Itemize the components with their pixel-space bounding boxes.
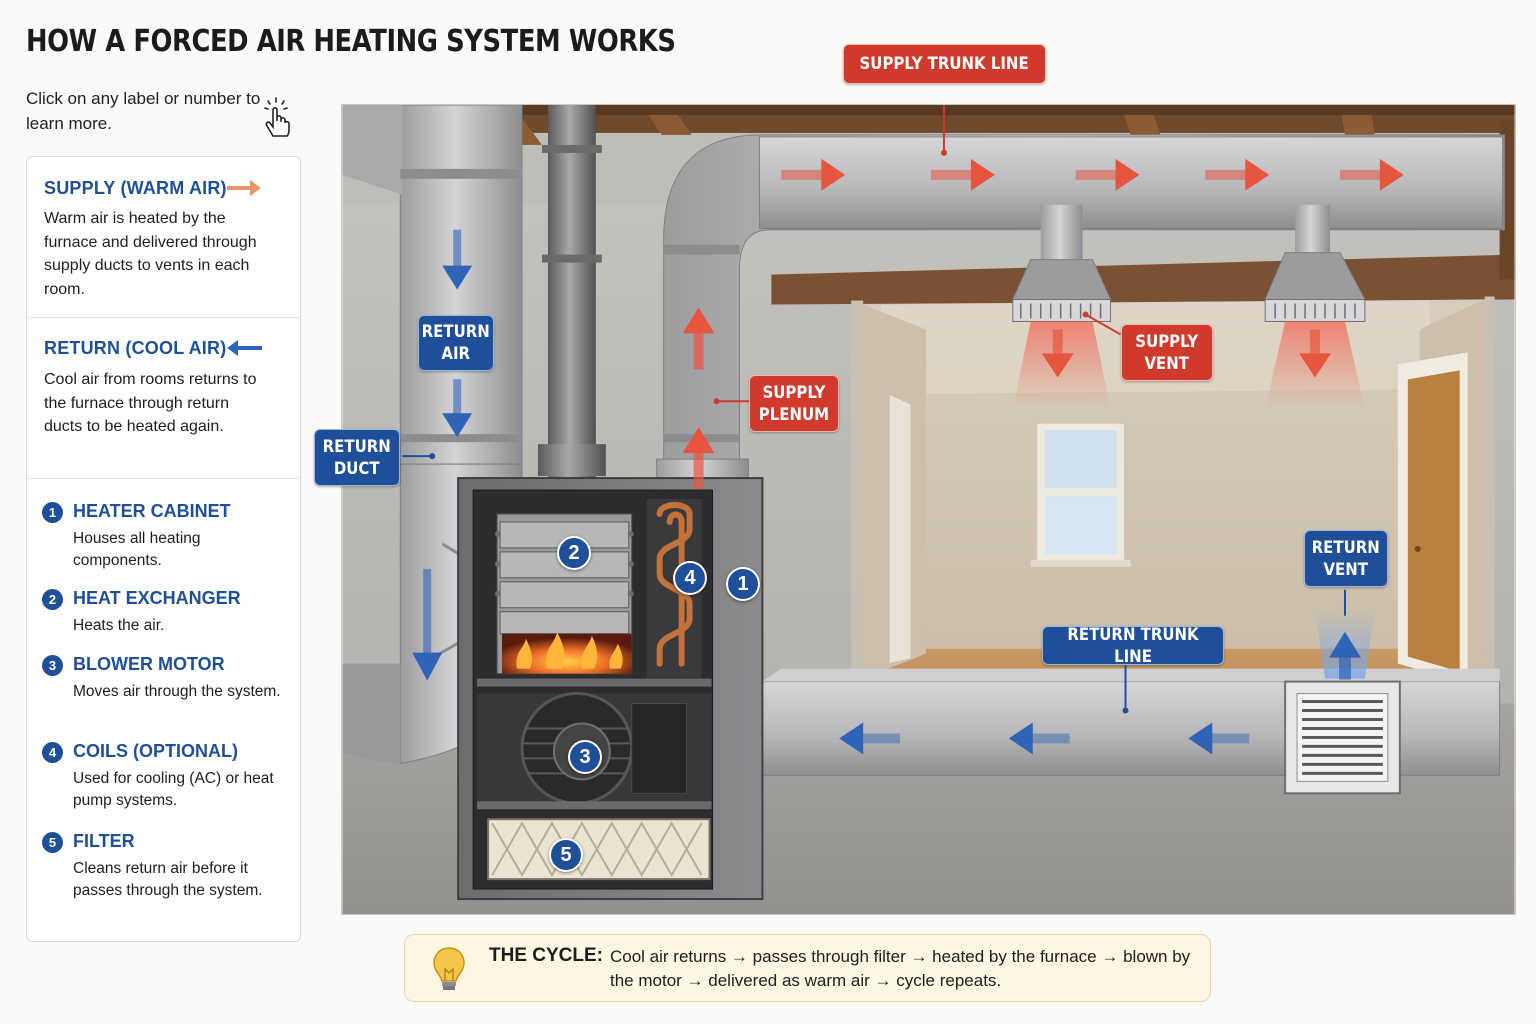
legend-supply-body: Warm air is heated by the furnace and de… — [44, 210, 257, 298]
item-number: 3 — [42, 655, 63, 676]
label-supply-plenum[interactable]: SUPPLY PLENUM — [749, 375, 839, 432]
label-text: RETURN DUCT — [322, 436, 392, 479]
item-body: Cleans return air before it passes throu… — [73, 860, 263, 899]
label-text: RETURN VENT — [1311, 537, 1381, 580]
label-text: RETURN AIR — [421, 322, 491, 364]
label-return-duct[interactable]: RETURN DUCT — [314, 429, 400, 486]
item-number: 2 — [42, 589, 63, 610]
item-number: 5 — [42, 832, 63, 853]
item-title: COILS (OPTIONAL) — [73, 741, 238, 761]
label-text: SUPPLY VENT — [1135, 331, 1199, 374]
item-title: HEAT EXCHANGER — [73, 588, 241, 608]
label-supply-vent[interactable]: SUPPLY VENT — [1121, 324, 1213, 381]
item-body: Heats the air. — [73, 617, 165, 634]
item-body: Houses all heating components. — [73, 530, 201, 569]
legend-return[interactable]: RETURN (COOL AIR) Cool air from rooms re… — [27, 318, 300, 479]
badge-coils[interactable]: 4 — [673, 561, 707, 595]
item-body: Moves air through the system. — [73, 683, 281, 700]
cycle-label: THE CYCLE: — [489, 945, 603, 966]
label-return-air[interactable]: RETURN AIR — [418, 315, 494, 371]
hint-text: Click on any label or number to learn mo… — [26, 89, 261, 133]
cycle-text: Cool air returns → passes through filter… — [610, 947, 1191, 990]
badge-blower-motor[interactable]: 3 — [568, 740, 602, 774]
item-title: FILTER — [73, 831, 135, 851]
badge-filter[interactable]: 5 — [549, 838, 583, 872]
label-text: SUPPLY TRUNK LINE — [859, 54, 1030, 74]
hand-pointer-icon — [264, 97, 290, 137]
page-title: HOW A FORCED AIR HEATING SYSTEM WORKS — [26, 24, 676, 59]
legend-supply[interactable]: SUPPLY (WARM AIR) Warm air is heated by … — [27, 157, 300, 318]
label-supply-trunk-line[interactable]: SUPPLY TRUNK LINE — [843, 44, 1046, 84]
legend-return-body: Cool air from rooms returns to the furna… — [44, 371, 257, 435]
badge-heat-exchanger[interactable]: 2 — [557, 536, 591, 570]
item-number: 1 — [42, 502, 63, 523]
legend-supply-title: SUPPLY (WARM AIR) — [44, 178, 227, 198]
item-title: BLOWER MOTOR — [73, 654, 225, 674]
item-number: 4 — [42, 742, 63, 763]
supply-arrow-icon — [227, 180, 261, 196]
item-title: HEATER CABINET — [73, 501, 231, 521]
label-return-trunk-line[interactable]: RETURN TRUNK LINE — [1042, 624, 1224, 667]
item-body: Used for cooling (AC) or heat pump syste… — [73, 770, 274, 809]
furnace-illustration — [341, 104, 1516, 915]
label-text: RETURN TRUNK LINE — [1067, 624, 1199, 667]
label-return-vent[interactable]: RETURN VENT — [1304, 530, 1388, 587]
legend-return-title: RETURN (COOL AIR) — [44, 338, 227, 358]
legend-panel: SUPPLY (WARM AIR) Warm air is heated by … — [26, 156, 301, 942]
cycle-summary: THE CYCLE: Cool air returns → passes thr… — [404, 934, 1211, 1002]
lightbulb-icon — [433, 947, 465, 990]
badge-heater-cabinet[interactable]: 1 — [726, 567, 760, 601]
return-arrow-icon — [227, 340, 262, 356]
label-text: SUPPLY PLENUM — [758, 382, 830, 425]
